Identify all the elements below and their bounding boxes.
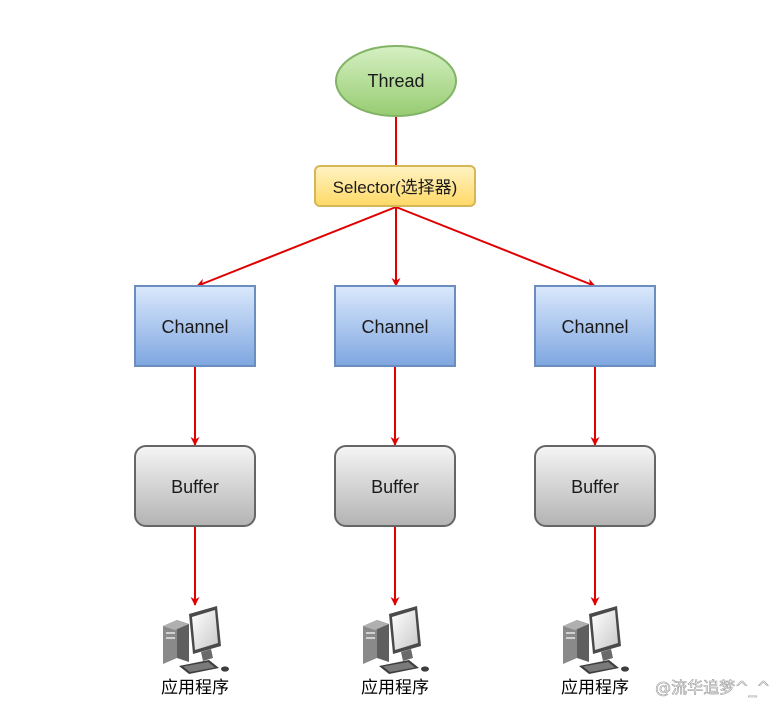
application-label: 应用程序 — [561, 678, 629, 698]
application-label: 应用程序 — [361, 678, 429, 698]
channel-node-2[interactable]: Channel — [334, 285, 456, 367]
computer-icon — [563, 606, 629, 674]
application-1[interactable]: 应用程序 — [161, 606, 229, 698]
channel-node-1[interactable]: Channel — [134, 285, 256, 367]
application-label: 应用程序 — [161, 678, 229, 698]
edge-selector-channel-1 — [196, 206, 397, 288]
edge-selector-channel-3 — [395, 206, 596, 288]
buffer-node-1[interactable]: Buffer — [134, 445, 256, 527]
buffer-node-3[interactable]: Buffer — [534, 445, 656, 527]
buffer-node-2[interactable]: Buffer — [334, 445, 456, 527]
selector-label: Selector(选择器) — [333, 178, 458, 197]
application-3[interactable]: 应用程序 — [561, 606, 629, 698]
computer-icon — [363, 606, 429, 674]
channel-label: Channel — [561, 317, 628, 337]
computer-icon — [163, 606, 229, 674]
selector-node[interactable]: Selector(选择器) — [314, 165, 476, 207]
buffer-label: Buffer — [571, 477, 619, 497]
channel-label: Channel — [361, 317, 428, 337]
watermark: @流华追梦^_^ — [655, 678, 770, 698]
buffer-label: Buffer — [171, 477, 219, 497]
channel-label: Channel — [161, 317, 228, 337]
channel-node-3[interactable]: Channel — [534, 285, 656, 367]
thread-label: Thread — [367, 71, 424, 91]
application-2[interactable]: 应用程序 — [361, 606, 429, 698]
thread-node[interactable]: Thread — [335, 45, 457, 117]
buffer-label: Buffer — [371, 477, 419, 497]
